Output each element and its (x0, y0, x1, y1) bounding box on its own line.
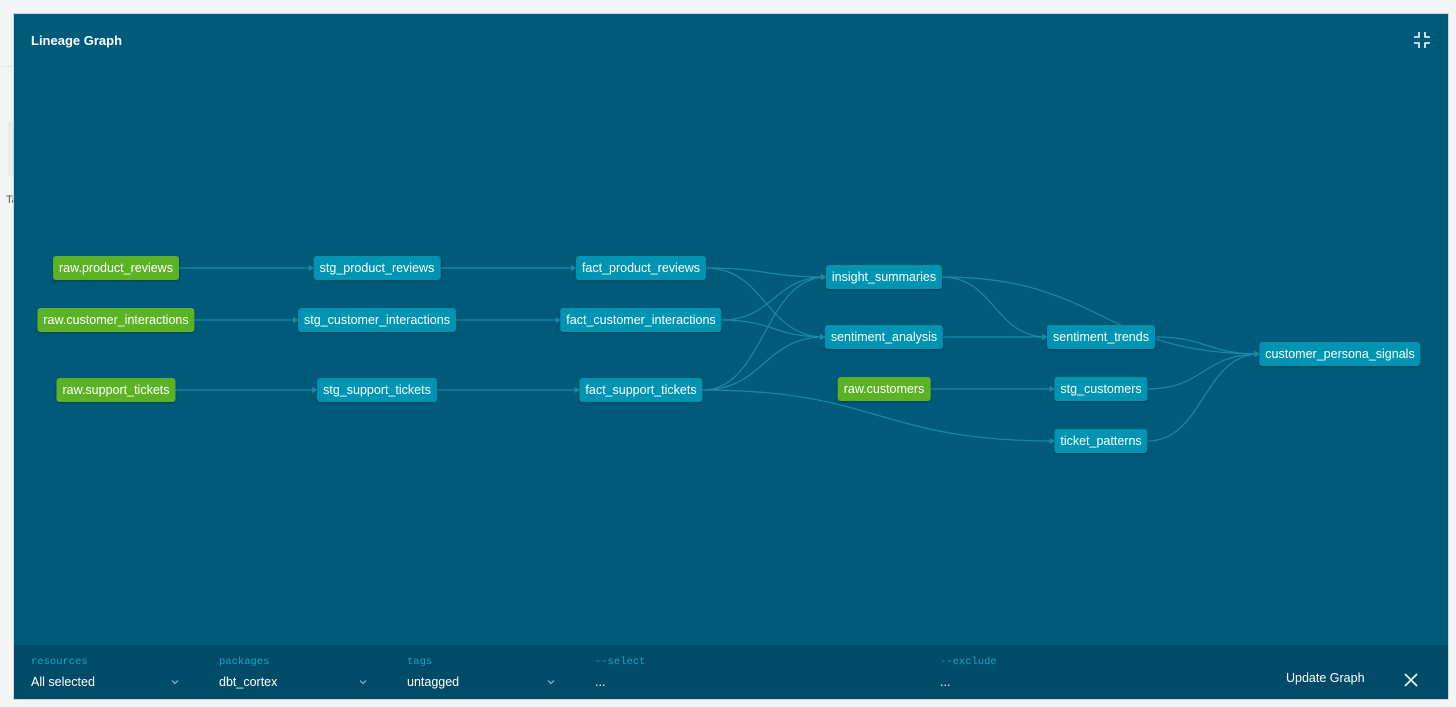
graph-node-fact-product-reviews[interactable]: fact_product_reviews (575, 256, 707, 280)
edge-fact-support-tickets-to-ticket-patterns (702, 389, 1056, 444)
close-icon[interactable] (1403, 672, 1419, 688)
chevron-down-icon (547, 680, 555, 685)
graph-node-fact-support-tickets[interactable]: fact_support_tickets (579, 378, 703, 402)
graph-node-customer-persona-signals[interactable]: customer_persona_signals (1259, 342, 1421, 366)
edge-fact-support-tickets-to-insight-summaries (702, 274, 827, 391)
resources-value: All selected (31, 675, 95, 689)
tags-filter[interactable]: tags untagged (407, 645, 557, 699)
packages-value: dbt_cortex (219, 675, 278, 689)
graph-node-insight-summaries[interactable]: insight_summaries (825, 265, 943, 289)
graph-node-raw-product-reviews[interactable]: raw.product_reviews (53, 256, 179, 280)
background-card (8, 122, 14, 176)
edge-insight-summaries-to-customer-persona-signals (941, 276, 1261, 357)
exclude-input[interactable]: --exclude ... (940, 645, 1240, 699)
edge-fact-customer-interactions-to-insight-summaries (721, 274, 827, 321)
graph-node-raw-customers[interactable]: raw.customers (837, 377, 931, 401)
modal-title: Lineage Graph (31, 33, 123, 48)
edge-insight-summaries-to-sentiment-trends (941, 276, 1048, 340)
chevron-down-icon (359, 680, 367, 685)
exclude-label: --exclude (940, 656, 997, 668)
graph-node-fact-customer-interactions[interactable]: fact_customer_interactions (560, 308, 722, 332)
tags-label: tags (407, 656, 433, 668)
graph-node-sentiment-trends[interactable]: sentiment_trends (1047, 325, 1155, 349)
edge-sentiment-trends-to-customer-persona-signals (1154, 336, 1261, 357)
graph-node-raw-support-tickets[interactable]: raw.support_tickets (56, 378, 176, 402)
graph-node-raw-customer-interactions[interactable]: raw.customer_interactions (37, 308, 195, 332)
graph-filter-bar: resources All selected packages dbt_cort… (14, 645, 1448, 699)
edge-stg-customers-to-customer-persona-signals (1147, 351, 1261, 390)
graph-edges (175, 265, 1261, 444)
resources-filter[interactable]: resources All selected (31, 645, 181, 699)
graph-node-stg-product-reviews[interactable]: stg_product_reviews (313, 256, 441, 280)
exclude-value: ... (940, 675, 951, 689)
resources-label: resources (31, 656, 88, 668)
tags-value: untagged (407, 675, 460, 689)
select-label: --select (595, 656, 646, 668)
graph-node-sentiment-analysis[interactable]: sentiment_analysis (824, 325, 944, 349)
collapse-icon[interactable] (1412, 30, 1432, 50)
update-graph-button[interactable]: Update Graph (1286, 671, 1365, 685)
lineage-graph-modal: Lineage Graph raw.product_reviews raw.cus… (14, 14, 1448, 699)
edge-fact-customer-interactions-to-sentiment-analysis (721, 319, 826, 340)
edge-fact-support-tickets-to-sentiment-analysis (702, 334, 826, 391)
graph-node-ticket-patterns[interactable]: ticket_patterns (1054, 429, 1148, 453)
select-input[interactable]: --select ... (595, 645, 915, 699)
edge-ticket-patterns-to-customer-persona-signals (1147, 351, 1261, 442)
background-panel (0, 66, 14, 67)
packages-label: packages (219, 656, 270, 668)
graph-node-stg-customers[interactable]: stg_customers (1054, 377, 1148, 401)
chevron-down-icon (171, 680, 179, 685)
edge-fact-product-reviews-to-sentiment-analysis (705, 267, 826, 340)
background-tab-text: Ta (6, 194, 18, 206)
graph-node-stg-support-tickets[interactable]: stg_support_tickets (317, 378, 437, 402)
select-value: ... (595, 675, 606, 689)
edge-fact-product-reviews-to-insight-summaries (705, 267, 827, 280)
packages-filter[interactable]: packages dbt_cortex (219, 645, 369, 699)
graph-node-stg-customer-interactions[interactable]: stg_customer_interactions (298, 308, 456, 332)
